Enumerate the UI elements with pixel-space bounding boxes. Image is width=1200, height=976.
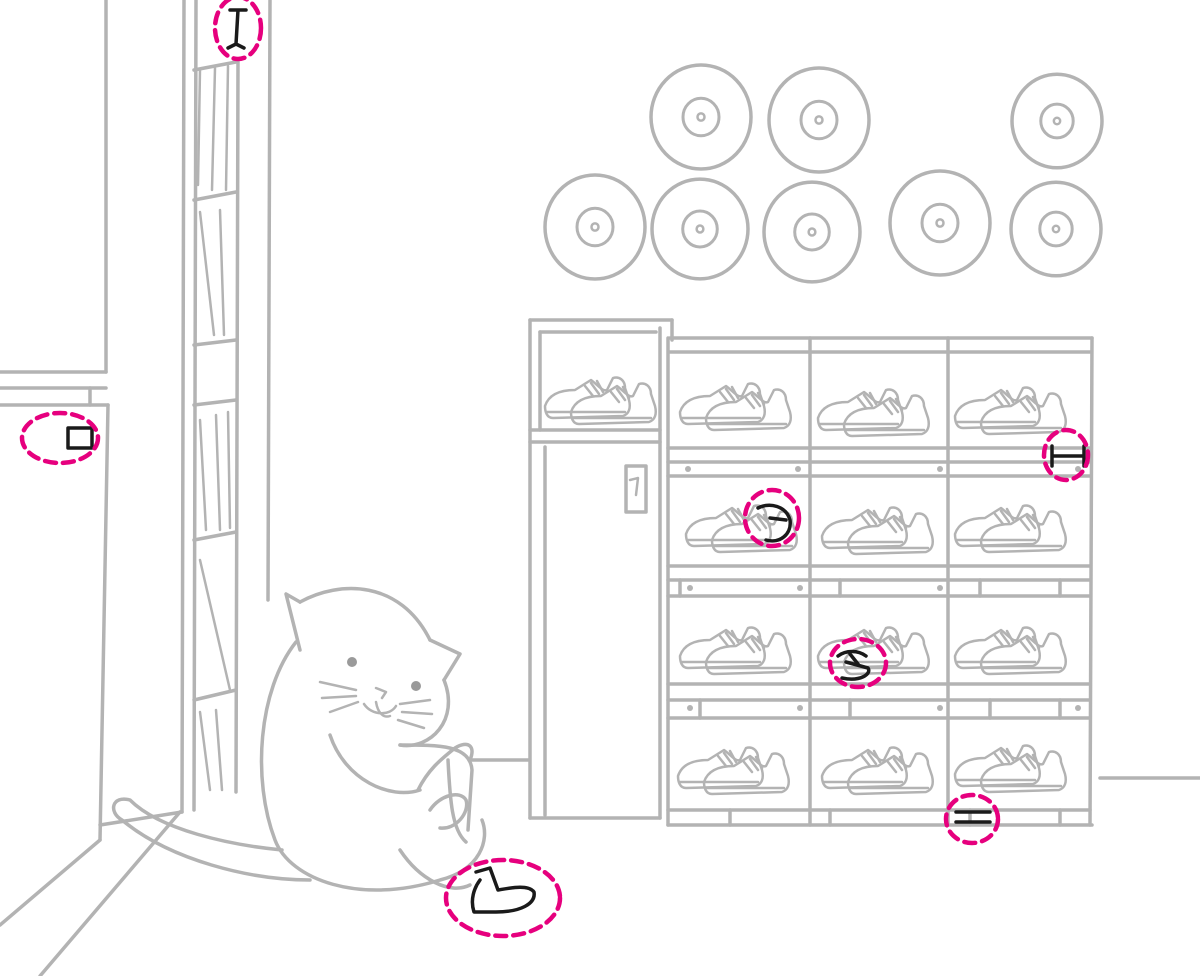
vinyl-record	[762, 180, 862, 284]
floor	[38, 758, 1200, 976]
difference-highlight-circle[interactable]	[19, 410, 101, 466]
cat	[111, 586, 487, 892]
vinyl-record	[649, 63, 753, 171]
shoe-cabinet	[528, 318, 1094, 827]
difference-highlight-circle[interactable]	[742, 487, 802, 549]
difference-highlights	[19, 0, 1091, 939]
vinyl-records	[543, 63, 1104, 284]
sneakers	[545, 377, 1066, 794]
difference-highlight-circle[interactable]	[827, 636, 889, 690]
vinyl-record	[888, 169, 992, 277]
left-wall	[0, 0, 184, 927]
vinyl-record	[1009, 180, 1103, 278]
vinyl-record	[1010, 72, 1104, 170]
difference-highlight-circle[interactable]	[212, 0, 264, 62]
vinyl-record	[767, 66, 871, 174]
difference-highlight-circle[interactable]	[1041, 427, 1091, 483]
difference-highlight-circle[interactable]	[443, 857, 563, 939]
tall-bookcase	[180, 0, 272, 814]
vinyl-record	[650, 177, 750, 281]
difference-highlight-circle[interactable]	[943, 792, 1001, 846]
vinyl-record	[543, 173, 647, 281]
difference-marks	[66, 8, 1086, 914]
